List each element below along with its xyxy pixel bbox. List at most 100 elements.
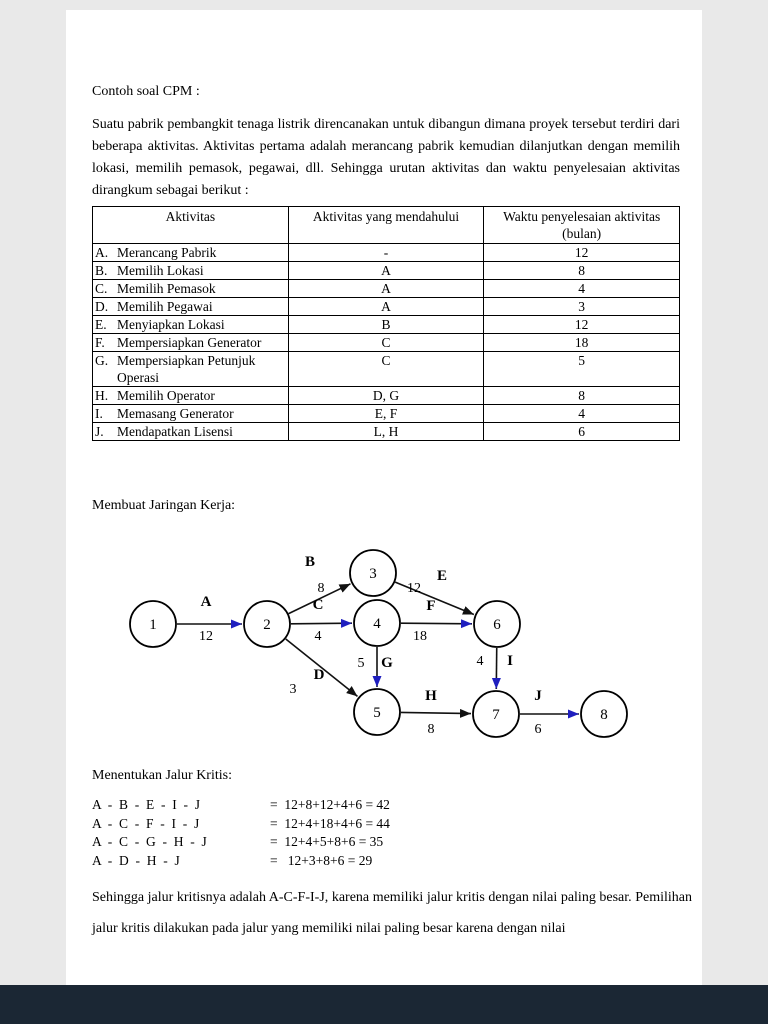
path-sequence: A - D - H - J [92, 852, 180, 868]
path-sequence: A - C - F - I - J [92, 815, 200, 831]
activity-name: Memilih Pemasok [117, 281, 216, 296]
activity-letter: D. [95, 299, 109, 314]
event-node-6 [473, 600, 521, 648]
activity-letter: H. [95, 388, 109, 403]
edge-label-E: E [437, 568, 447, 584]
edge-label-D: D [314, 667, 325, 683]
event-node-3 [349, 549, 397, 597]
event-node-5 [353, 688, 401, 736]
node-label-8: 8 [600, 707, 608, 723]
network-heading: Membuat Jaringan Kerja: [92, 498, 236, 513]
node-label-7: 7 [492, 707, 500, 723]
intro-paragraph: Suatu pabrik pembangkit tenaga listrik d… [92, 117, 680, 198]
path-formula: = 12+8+12+4+6 = 42 [270, 797, 390, 812]
activity-name: Merancang Pabrik [117, 245, 217, 260]
edge-label-I: I [507, 653, 513, 669]
activity-cell: F.Mempersiapkan Generator [92, 333, 289, 352]
path-formula: = 12+4+18+4+6 = 44 [270, 815, 390, 831]
edge-weight-I: 4 [477, 654, 484, 669]
edge-weight-E: 12 [407, 581, 421, 596]
node-label-5: 5 [373, 705, 381, 721]
activity-name: Mempersiapkan Petunjuk Operasi [117, 353, 256, 385]
duration-cell: 8 [483, 386, 680, 405]
edge-label-J: J [534, 688, 542, 704]
predecessor-cell: C [287, 333, 485, 352]
edge-label-B: B [305, 554, 315, 570]
activity-cell: C.Memilih Pemasok [92, 279, 289, 298]
event-node-2 [243, 600, 291, 648]
duration-cell: 6 [483, 422, 680, 441]
conclusion-paragraph: Sehingga jalur kritisnya adalah A-C-F-I-… [92, 890, 692, 936]
activity-cell: B.Memilih Lokasi [92, 261, 289, 280]
document-title: Contoh soal CPM : [92, 84, 200, 99]
duration-cell: 3 [483, 297, 680, 316]
critical-path-row: A - B - E - I - J= 12+8+12+4+6 = 42 [92, 796, 390, 815]
activity-cell: E. Menyiapkan Lokasi [92, 315, 289, 334]
edge-weight-F: 18 [413, 629, 427, 644]
edge-weight-J: 6 [535, 722, 542, 737]
event-node-4 [353, 599, 401, 647]
critical-path-row: A - C - F - I - J = 12+4+18+4+6 = 44 [92, 815, 390, 834]
activity-letter: J. [95, 424, 104, 439]
edge-label-A: A [201, 594, 212, 610]
duration-cell: 4 [483, 279, 680, 298]
edge-arrow-C [290, 618, 353, 628]
activity-letter: I. [95, 406, 103, 421]
bottom-bar [0, 985, 768, 1024]
edge-arrow-F [400, 619, 473, 629]
activity-cell: D. Memilih Pegawai [92, 297, 289, 316]
duration-cell: 18 [483, 333, 680, 352]
column-header: Waktu penyelesaian aktivitas (bulan) [483, 206, 680, 244]
critical-path-row: A - C - G - H - J = 12+4+5+8+6 = 35 [92, 833, 390, 852]
duration-cell: 12 [483, 315, 680, 334]
predecessor-cell: A [287, 297, 485, 316]
activity-row: A.Merancang Pabrik-12 [92, 243, 680, 262]
predecessor-cell: A [287, 279, 485, 298]
column-header: Aktivitas [92, 206, 289, 244]
edge-arrow-E [394, 581, 475, 616]
column-header: Aktivitas yang mendahului [287, 206, 485, 244]
predecessor-cell: - [287, 243, 485, 262]
edge-label-F: F [426, 598, 435, 614]
activity-letter: A. [95, 245, 109, 260]
edge-weight-B: 8 [318, 581, 325, 596]
edge-weight-A: 12 [199, 629, 213, 644]
activity-cell: H.Memilih Operator [92, 386, 289, 405]
predecessor-cell: C [287, 351, 485, 387]
activity-name: Menyiapkan Lokasi [117, 317, 225, 332]
predecessor-cell: E, F [287, 404, 485, 423]
activity-letter: G. [95, 353, 109, 368]
activity-cell: J. Mendapatkan Lisensi [92, 422, 289, 441]
activity-letter: E. [95, 317, 107, 332]
edge-arrow-D [285, 638, 358, 698]
event-node-8 [580, 690, 628, 738]
edge-label-G: G [381, 655, 393, 671]
activity-name: Memasang Generator [117, 406, 234, 421]
duration-cell: 5 [483, 351, 680, 387]
path-sequence: A - C - G - H - J [92, 834, 207, 849]
edge-label-H: H [425, 688, 437, 704]
node-label-4: 4 [373, 616, 381, 632]
activity-name: Mendapatkan Lisensi [117, 424, 233, 439]
critical-path-row: A - D - H - J= 12+3+8+6 = 29 [92, 852, 390, 871]
activity-cell: G. Mempersiapkan Petunjuk Operasi [92, 351, 289, 387]
path-formula: = 12+4+5+8+6 = 35 [270, 834, 384, 849]
document-page: Contoh soal CPM : Suatu pabrik pembangki… [66, 10, 702, 985]
edge-arrow-B [288, 583, 351, 615]
node-label-1: 1 [149, 617, 157, 633]
activity-name: Memilih Lokasi [117, 263, 204, 278]
predecessor-cell: L, H [287, 422, 485, 441]
activity-name: Memilih Pegawai [117, 299, 213, 314]
node-label-6: 6 [493, 617, 501, 633]
